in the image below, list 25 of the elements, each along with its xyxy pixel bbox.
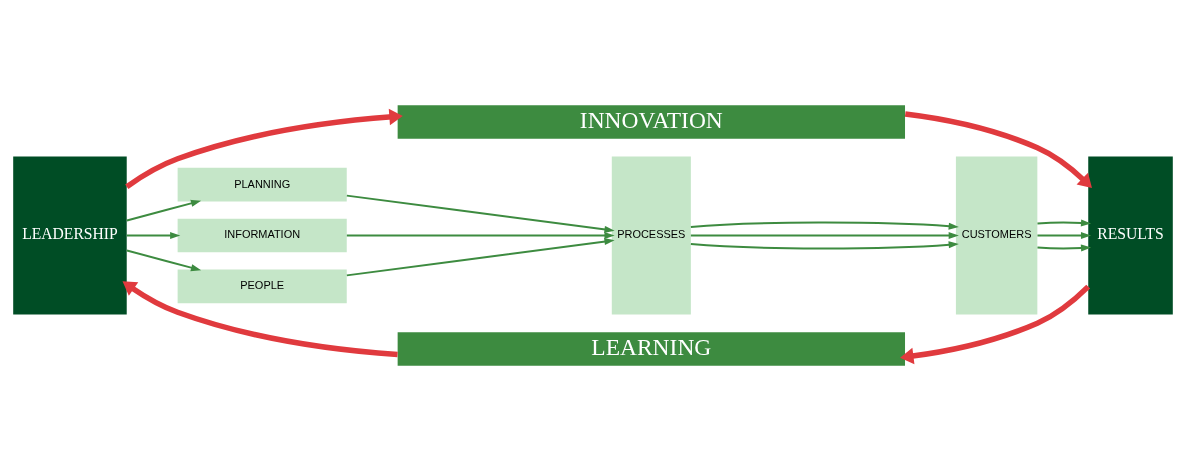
node-box: CUSTOMERS	[955, 155, 1038, 315]
arrow	[904, 110, 1092, 188]
node-box: PROCESSES	[611, 155, 691, 315]
arrow	[1036, 231, 1092, 239]
node-box: INNOVATION	[397, 104, 905, 139]
arrow	[345, 231, 615, 239]
arrow	[689, 221, 959, 230]
node-box: LEARNING	[397, 331, 905, 366]
arrow	[1036, 243, 1092, 252]
arrow	[125, 249, 202, 271]
node-box: PLANNING	[177, 167, 347, 201]
arrow	[125, 231, 181, 239]
arrow	[125, 108, 403, 189]
node-box: INFORMATION	[177, 218, 347, 252]
arrow	[689, 231, 959, 239]
arrow	[122, 280, 398, 357]
arrow	[900, 284, 1091, 364]
node-box: PEOPLE	[177, 269, 347, 303]
arrow	[1036, 218, 1092, 227]
arrow	[689, 240, 959, 249]
arrow	[345, 194, 615, 233]
node-box: RESULTS	[1088, 155, 1173, 315]
node-box: LEADERSHIP	[13, 155, 127, 315]
arrow	[125, 199, 202, 221]
arrow	[345, 237, 615, 276]
